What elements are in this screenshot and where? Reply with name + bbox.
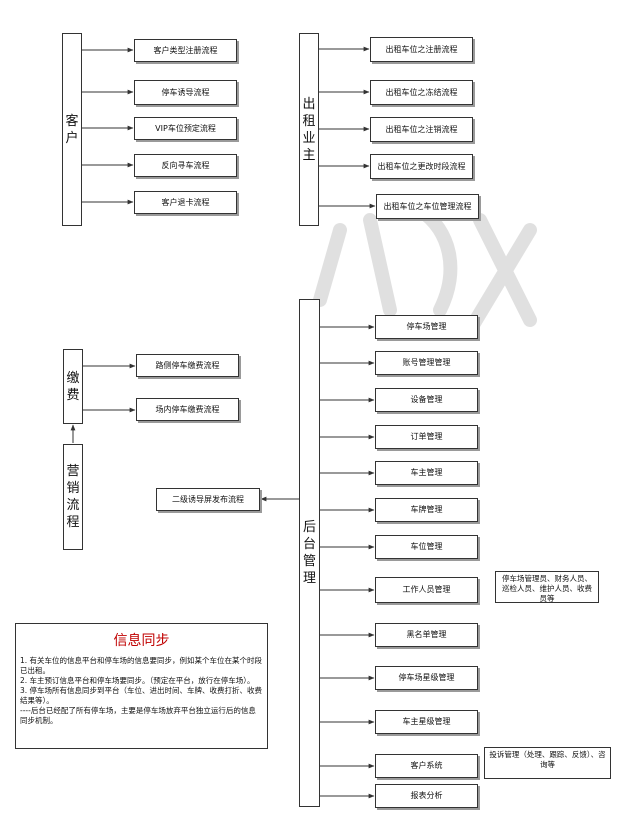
customer-node: 客户 (62, 33, 82, 226)
backend-item-8-label: 工作人员管理 (402, 585, 451, 594)
owner-flow-4[interactable]: 出租车位之更改时段流程 (370, 154, 473, 179)
info-sync-panel: 信息同步 1. 有关车位的信息平台和停车场的信息要同步，例如某个车位在某个时段已… (15, 623, 268, 749)
customer-flow-5[interactable]: 客户退卡流程 (134, 191, 237, 214)
backend-item-12-label: 客户系统 (410, 761, 443, 770)
staff-note-text: 停车场管理员、财务人员、巡检人员、维护人员、收费员等 (502, 574, 592, 603)
staff-note: 停车场管理员、财务人员、巡检人员、维护人员、收费员等 (495, 571, 599, 603)
backend-item-12[interactable]: 客户系统 (375, 754, 478, 778)
backend-item-6-label: 车牌管理 (410, 505, 443, 514)
payment-flow-1[interactable]: 路侧停车缴费流程 (136, 354, 239, 377)
customer-flow-4[interactable]: 反向寻车流程 (134, 154, 237, 177)
marketing-node: 营销流程 (63, 444, 83, 550)
crm-note: 投诉管理（处理、跟踪、反馈）、咨询等 (484, 747, 611, 779)
customer-flow-4-label: 反向寻车流程 (161, 160, 210, 170)
backend-item-2[interactable]: 账号管理管理 (375, 351, 478, 375)
payment-flow-1-label: 路侧停车缴费流程 (155, 360, 220, 370)
backend-item-13[interactable]: 报表分析 (375, 784, 478, 808)
payment-flow-2-label: 场内停车缴费流程 (155, 404, 220, 414)
backend-item-3[interactable]: 设备管理 (375, 388, 478, 412)
secondary-screen-label: 二级诱导屏发布流程 (172, 494, 244, 504)
backend-item-6[interactable]: 车牌管理 (375, 498, 478, 522)
backend-item-1-label: 停车场管理 (406, 322, 447, 331)
owner-flow-1-label: 出租车位之注册流程 (385, 44, 458, 54)
backend-item-11-label: 车主星级管理 (402, 717, 451, 726)
backend-item-10[interactable]: 停车场星级管理 (375, 666, 478, 690)
owner-node: 出租业主 (299, 33, 319, 226)
owner-flow-3[interactable]: 出租车位之注销流程 (370, 117, 473, 142)
owner-flow-1[interactable]: 出租车位之注册流程 (370, 37, 473, 62)
info-sync-title: 信息同步 (113, 633, 170, 649)
backend-item-5-label: 车主管理 (410, 468, 443, 477)
backend-item-9-label: 黑名单管理 (406, 630, 447, 639)
backend-item-4-label: 订单管理 (410, 432, 443, 441)
info-sync-line-3: 3. 停车场所有信息同步到平台（车位、进出时间、车牌、收费打折、收费结果等）。 (20, 686, 263, 705)
backend-item-9[interactable]: 黑名单管理 (375, 623, 478, 647)
owner-flow-2-label: 出租车位之冻结流程 (385, 87, 458, 97)
payment-node: 缴费 (63, 349, 83, 424)
customer-flow-2-label: 停车诱导流程 (161, 87, 210, 97)
backend-item-4[interactable]: 订单管理 (375, 425, 478, 449)
info-sync-line-2: 2. 车主预订信息平台和停车场要同步。（预定在平台，放行在停车场）。 (20, 676, 255, 685)
marketing-title: 营销流程 (66, 464, 80, 530)
customer-title: 客户 (65, 113, 79, 146)
watermark-graphic (313, 203, 537, 337)
backend-node: 后台管理 (299, 299, 320, 807)
backend-item-8[interactable]: 工作人员管理 (375, 577, 478, 603)
backend-item-5[interactable]: 车主管理 (375, 461, 478, 485)
backend-item-7-label: 车位管理 (410, 542, 443, 551)
owner-title: 出租业主 (302, 96, 316, 163)
secondary-screen-flow[interactable]: 二级诱导屏发布流程 (156, 488, 260, 511)
customer-flow-3[interactable]: VIP车位预定流程 (134, 117, 237, 140)
owner-flow-4-label: 出租车位之更改时段流程 (377, 161, 466, 171)
owner-flow-2[interactable]: 出租车位之冻结流程 (370, 80, 473, 105)
backend-title: 后台管理 (302, 520, 316, 586)
customer-flow-2[interactable]: 停车诱导流程 (134, 80, 237, 105)
backend-item-11[interactable]: 车主星级管理 (375, 710, 478, 734)
backend-item-13-label: 报表分析 (410, 791, 443, 800)
customer-flow-5-label: 客户退卡流程 (161, 197, 210, 207)
customer-flow-1[interactable]: 客户类型注册流程 (134, 39, 237, 62)
crm-note-text: 投诉管理（处理、跟踪、反馈）、咨询等 (489, 750, 606, 769)
backend-item-10-label: 停车场星级管理 (398, 673, 455, 682)
customer-flow-3-label: VIP车位预定流程 (155, 123, 216, 133)
owner-flow-3-label: 出租车位之注销流程 (385, 124, 458, 134)
backend-item-2-label: 账号管理管理 (402, 358, 451, 367)
owner-flow-5[interactable]: 出租车位之车位管理流程 (376, 194, 479, 219)
customer-flow-1-label: 客户类型注册流程 (153, 45, 218, 55)
backend-item-3-label: 设备管理 (410, 395, 443, 404)
backend-item-7[interactable]: 车位管理 (375, 535, 478, 559)
info-sync-line-4: ----后台已经配了所有停车场，主要是停车场放弃平台独立运行后的信息同步机制。 (20, 706, 256, 725)
info-sync-line-1: 1. 有关车位的信息平台和停车场的信息要同步，例如某个车位在某个时段已出租。 (20, 656, 263, 675)
payment-flow-2[interactable]: 场内停车缴费流程 (136, 398, 239, 421)
backend-item-1[interactable]: 停车场管理 (375, 315, 478, 339)
owner-flow-5-label: 出租车位之车位管理流程 (383, 201, 472, 211)
payment-title: 缴费 (66, 370, 80, 403)
